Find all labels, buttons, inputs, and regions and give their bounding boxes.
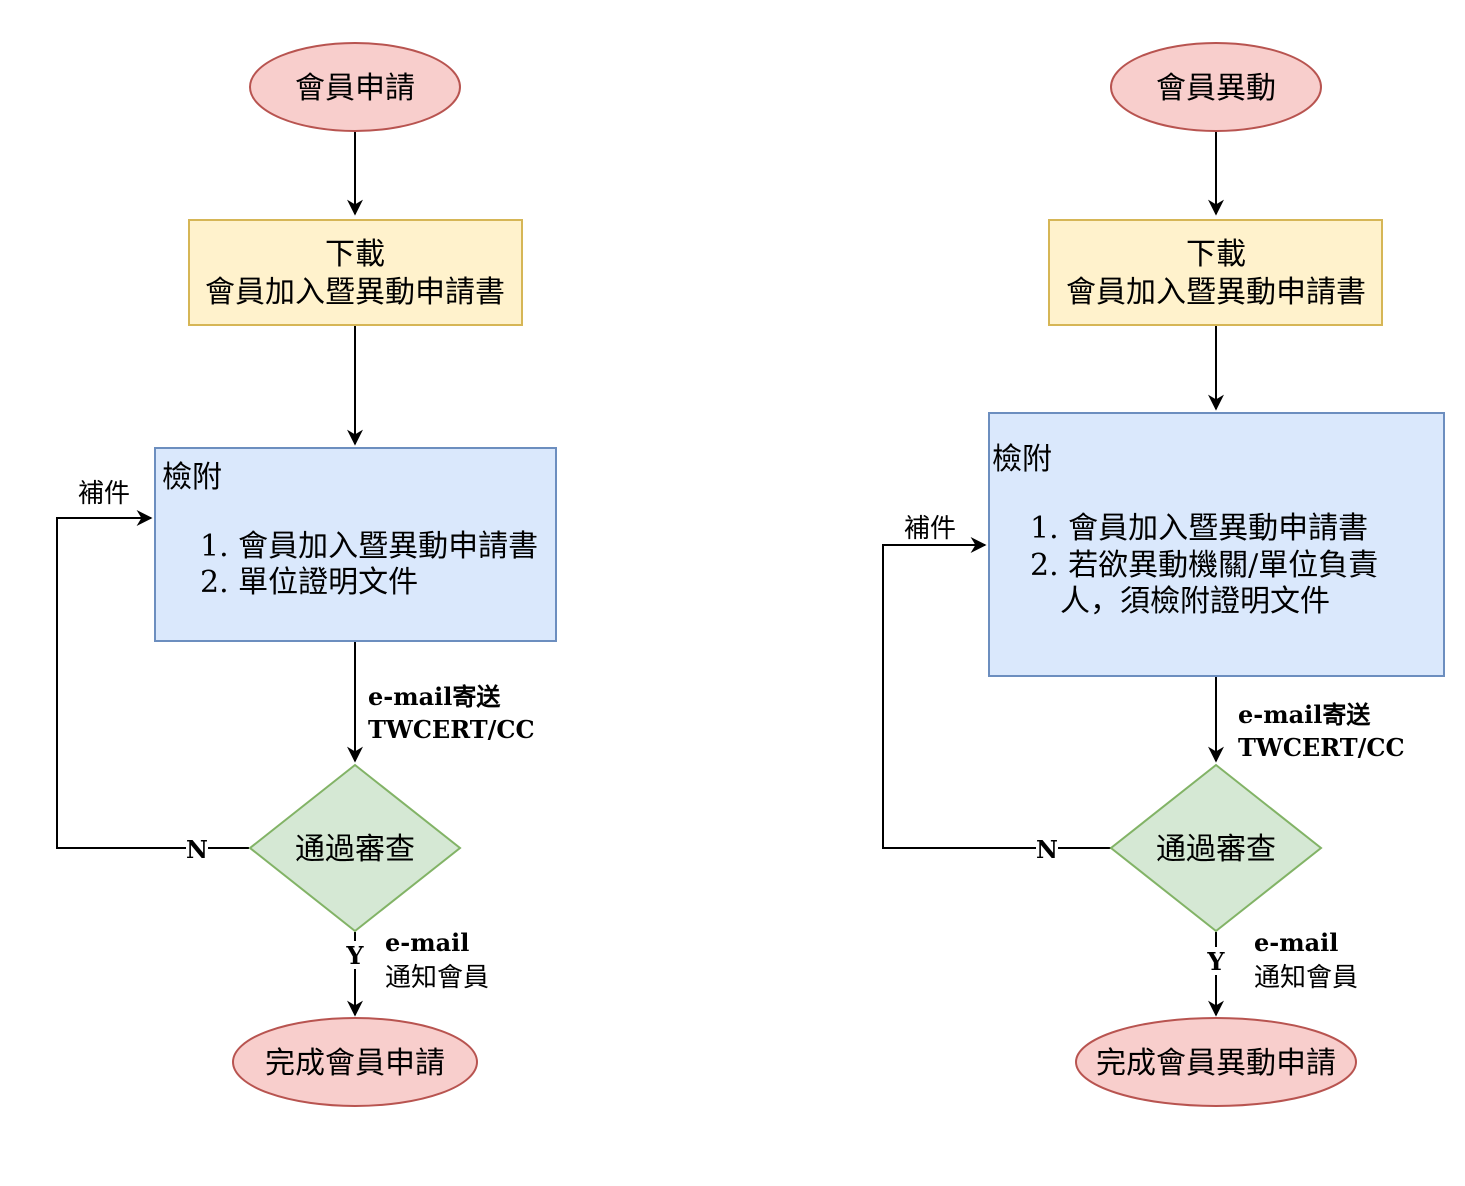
email-send-label-line1-right: e-mail寄送	[1238, 700, 1371, 729]
notify-label-line2-right: 通知會員	[1254, 963, 1358, 993]
end-terminal	[232, 1017, 478, 1107]
resubmit-label-right: 補件	[904, 514, 956, 544]
right-flow: 會員異動 下載 會員加入暨異動申請書 檢附 1. 會員加入暨異動申請書 2. 若…	[882, 42, 1445, 1107]
end-terminal-right	[1075, 1017, 1357, 1107]
no-label-bg-right	[1036, 836, 1058, 862]
edge-decision-no-loop	[56, 510, 249, 849]
attachments-item-1: 1. 會員加入暨異動申請書	[200, 529, 538, 564]
notify-label-line1-right: e-mail	[1254, 928, 1338, 957]
email-send-label-line2: TWCERT/CC	[368, 715, 535, 744]
end-label-right: 完成會員異動申請	[1096, 1046, 1336, 1081]
start-terminal	[249, 42, 461, 132]
attachments-item-1-right: 1. 會員加入暨異動申請書	[1030, 511, 1368, 546]
download-label-line1-right: 下載	[1186, 237, 1246, 272]
attachments-box-right	[988, 412, 1445, 677]
attachments-item-2b-right: 人，須檢附證明文件	[1060, 584, 1330, 619]
attachments-item-2: 2. 單位證明文件	[200, 565, 418, 600]
yes-label-bg-right	[1205, 947, 1227, 975]
start-terminal-right	[1110, 42, 1322, 132]
end-label: 完成會員申請	[265, 1046, 445, 1081]
yes-label-bg	[344, 941, 366, 969]
start-label-right: 會員異動	[1156, 71, 1276, 106]
left-flow: 會員申請 下載 會員加入暨異動申請書 檢附 1. 會員加入暨異動申請書 2. 單…	[56, 42, 557, 1107]
yes-branch-label-right: Y	[1206, 947, 1225, 976]
attachments-title: 檢附	[162, 460, 222, 495]
download-label-line2: 會員加入暨異動申請書	[205, 275, 505, 310]
download-process-box	[188, 219, 523, 326]
review-decision-label-right: 通過審查	[1156, 832, 1276, 867]
no-label-bg	[186, 836, 208, 862]
email-send-label-line1: e-mail寄送	[368, 682, 501, 711]
yes-branch-label: Y	[345, 941, 364, 970]
attachments-box	[154, 447, 557, 642]
attachments-title-right: 檢附	[992, 442, 1052, 477]
notify-label-line2: 通知會員	[385, 963, 489, 993]
edge-decision-no-loop-right	[882, 537, 1111, 849]
start-label: 會員申請	[295, 71, 415, 106]
no-branch-label-right: N	[1036, 835, 1058, 864]
review-decision-diamond-right	[1109, 763, 1323, 933]
attachments-item-2a-right: 2. 若欲異動機關/單位負責	[1030, 548, 1378, 583]
download-process-box-right	[1048, 219, 1383, 326]
download-label-line1: 下載	[325, 237, 385, 272]
notify-label-line1: e-mail	[385, 928, 469, 957]
review-decision-diamond	[248, 763, 462, 933]
download-label-line2-right: 會員加入暨異動申請書	[1066, 275, 1366, 310]
email-send-label-line2-right: TWCERT/CC	[1238, 733, 1405, 762]
resubmit-label: 補件	[78, 479, 130, 509]
no-branch-label: N	[186, 835, 208, 864]
review-decision-label: 通過審查	[295, 832, 415, 867]
